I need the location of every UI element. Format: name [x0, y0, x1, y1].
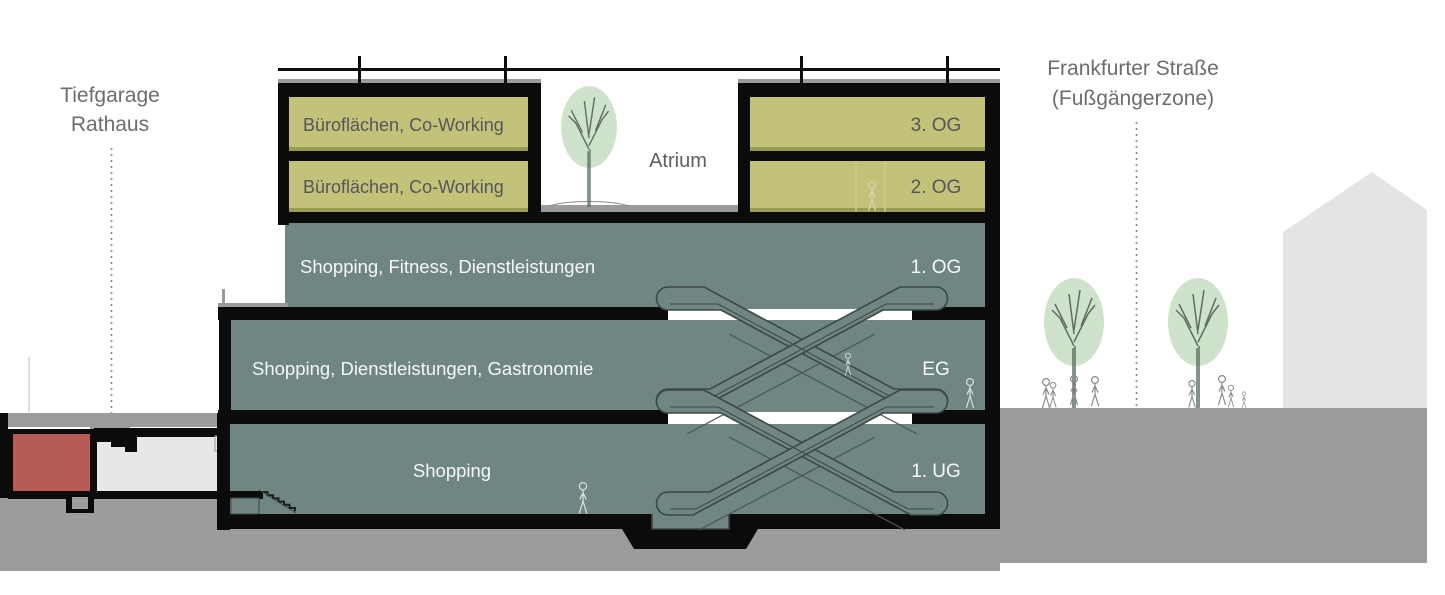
canopy-post [946, 56, 949, 83]
street-label-line2: (Fußgängerzone) [1052, 87, 1214, 110]
street-label-line1: Frankfurter Straße [1047, 57, 1219, 80]
roof-slab-right [738, 83, 1000, 97]
floor-1og [285, 223, 987, 309]
left-wall-and-stairs [217, 320, 297, 530]
foundation-notch [622, 529, 758, 549]
garage-label-line2: Rathaus [71, 113, 149, 136]
sidewalk-left [8, 413, 218, 427]
mall-eg-use-label: Shopping, Dienstleistungen, Gastronomie [252, 358, 593, 379]
tree-roots [548, 201, 630, 207]
atrium-tree [548, 85, 630, 208]
neighbor-house-silhouette [1283, 172, 1427, 408]
garage-stairs [97, 437, 137, 452]
escalators [655, 286, 949, 531]
level-1og: 1. OG [911, 257, 962, 278]
stair-landing [225, 491, 263, 499]
office-left-3og [289, 97, 528, 151]
right-wall [985, 83, 1000, 529]
ground [0, 408, 1427, 571]
roof-canopy [278, 68, 1000, 71]
escalator-pit [651, 514, 730, 530]
roof-slab-left [278, 83, 541, 97]
office-towers [278, 56, 1000, 225]
office-3og-use-label: Büroflächen, Co-Working [303, 115, 504, 135]
floor-1ug [230, 424, 987, 514]
atrium-floor [541, 205, 738, 212]
floor-eg [230, 320, 987, 412]
tower-left-wall [278, 83, 289, 225]
mall-floors [230, 223, 987, 514]
level-3og: 3. OG [911, 115, 962, 136]
garage-red-block [13, 434, 90, 491]
office-left-2og [289, 161, 528, 212]
mall-1og-use-label: Shopping, Fitness, Dienstleistungen [300, 256, 595, 277]
canopy-post [800, 56, 803, 83]
atrium-right-wall [738, 83, 750, 223]
mall-ug-use-label: Shopping [413, 460, 491, 481]
atrium-left-wall [528, 83, 541, 223]
atrium-label: Atrium [649, 150, 707, 172]
tower-base-slab [278, 212, 1000, 223]
level-2og: 2. OG [911, 177, 962, 198]
canopy-post [504, 56, 507, 83]
stair-box [230, 497, 260, 515]
tiefgarage-area [0, 413, 227, 513]
level-eg: EG [922, 359, 949, 380]
level-1ug: 1. UG [911, 461, 961, 482]
office-2og-use-label: Büroflächen, Co-Working [303, 177, 504, 197]
floor-slabs [218, 307, 1000, 529]
garage-label-line1: Tiefgarage [60, 84, 160, 107]
office-right-3og [750, 97, 985, 151]
terrace-railing [218, 289, 288, 307]
office-right-2og [750, 161, 985, 212]
canopy-post [358, 56, 361, 83]
